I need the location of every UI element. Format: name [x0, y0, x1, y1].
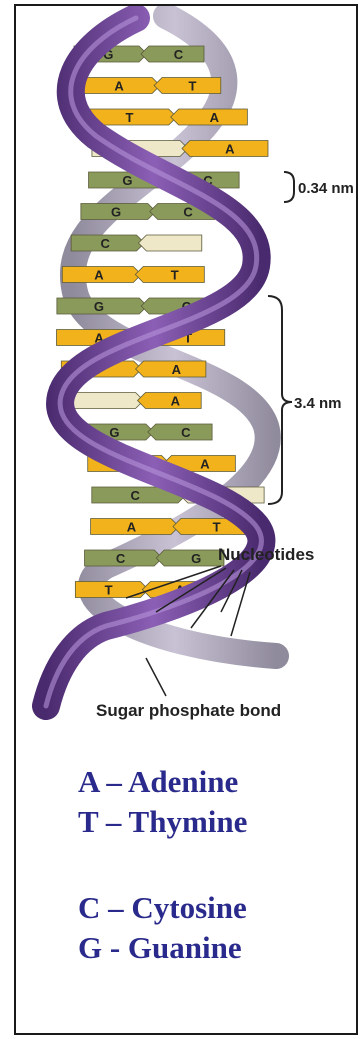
- base-letter: C: [116, 551, 126, 566]
- base-letter: A: [114, 79, 124, 94]
- base-letter: C: [183, 205, 193, 220]
- base-letter: T: [105, 583, 113, 598]
- base-letter: T: [125, 110, 133, 125]
- legend-guanine: G - Guanine: [78, 928, 247, 968]
- base-letter: G: [191, 551, 201, 566]
- label-3-4nm: 3.4 nm: [294, 395, 342, 412]
- base-letter: C: [174, 47, 184, 62]
- base-letter: T: [189, 79, 197, 94]
- base-letter: A: [171, 394, 181, 409]
- legend-thymine: T – Thymine: [78, 802, 247, 842]
- base-legend: A – Adenine T – Thymine C – Cytosine G -…: [78, 762, 247, 968]
- base-letter: T: [213, 520, 221, 535]
- label-nucleotides: Nucleotides: [218, 545, 314, 564]
- base-letter: A: [172, 362, 182, 377]
- base-right: [156, 550, 224, 566]
- bracket-3-4nm: [268, 296, 292, 504]
- base-letter: A: [225, 142, 235, 157]
- base-pair: A: [70, 393, 201, 409]
- base-letter: A: [127, 520, 137, 535]
- base-letter: C: [131, 488, 141, 503]
- bracket-0-34nm: [284, 172, 294, 202]
- legend-adenine: A – Adenine: [78, 762, 247, 802]
- base-letter: A: [200, 457, 210, 472]
- base-pair: C: [71, 235, 202, 251]
- legend-cytosine: C – Cytosine: [78, 888, 247, 928]
- sugar-pointer: [146, 658, 166, 696]
- base-letter: A: [210, 110, 220, 125]
- base-letter: C: [181, 425, 191, 440]
- base-left: [70, 393, 144, 409]
- base-right: [138, 393, 202, 409]
- label-sugar-phosphate: Sugar phosphate bond: [96, 701, 281, 720]
- base-letter: C: [101, 236, 111, 251]
- base-letter: T: [171, 268, 179, 283]
- base-right: [141, 46, 204, 62]
- base-letter: A: [94, 268, 104, 283]
- base-right: [138, 235, 201, 251]
- base-right: [148, 424, 212, 440]
- base-letter: G: [94, 299, 104, 314]
- base-letter: G: [111, 205, 121, 220]
- base-letter: G: [122, 173, 132, 188]
- base-right: [154, 78, 221, 94]
- label-0-34nm: 0.34 nm: [298, 180, 354, 197]
